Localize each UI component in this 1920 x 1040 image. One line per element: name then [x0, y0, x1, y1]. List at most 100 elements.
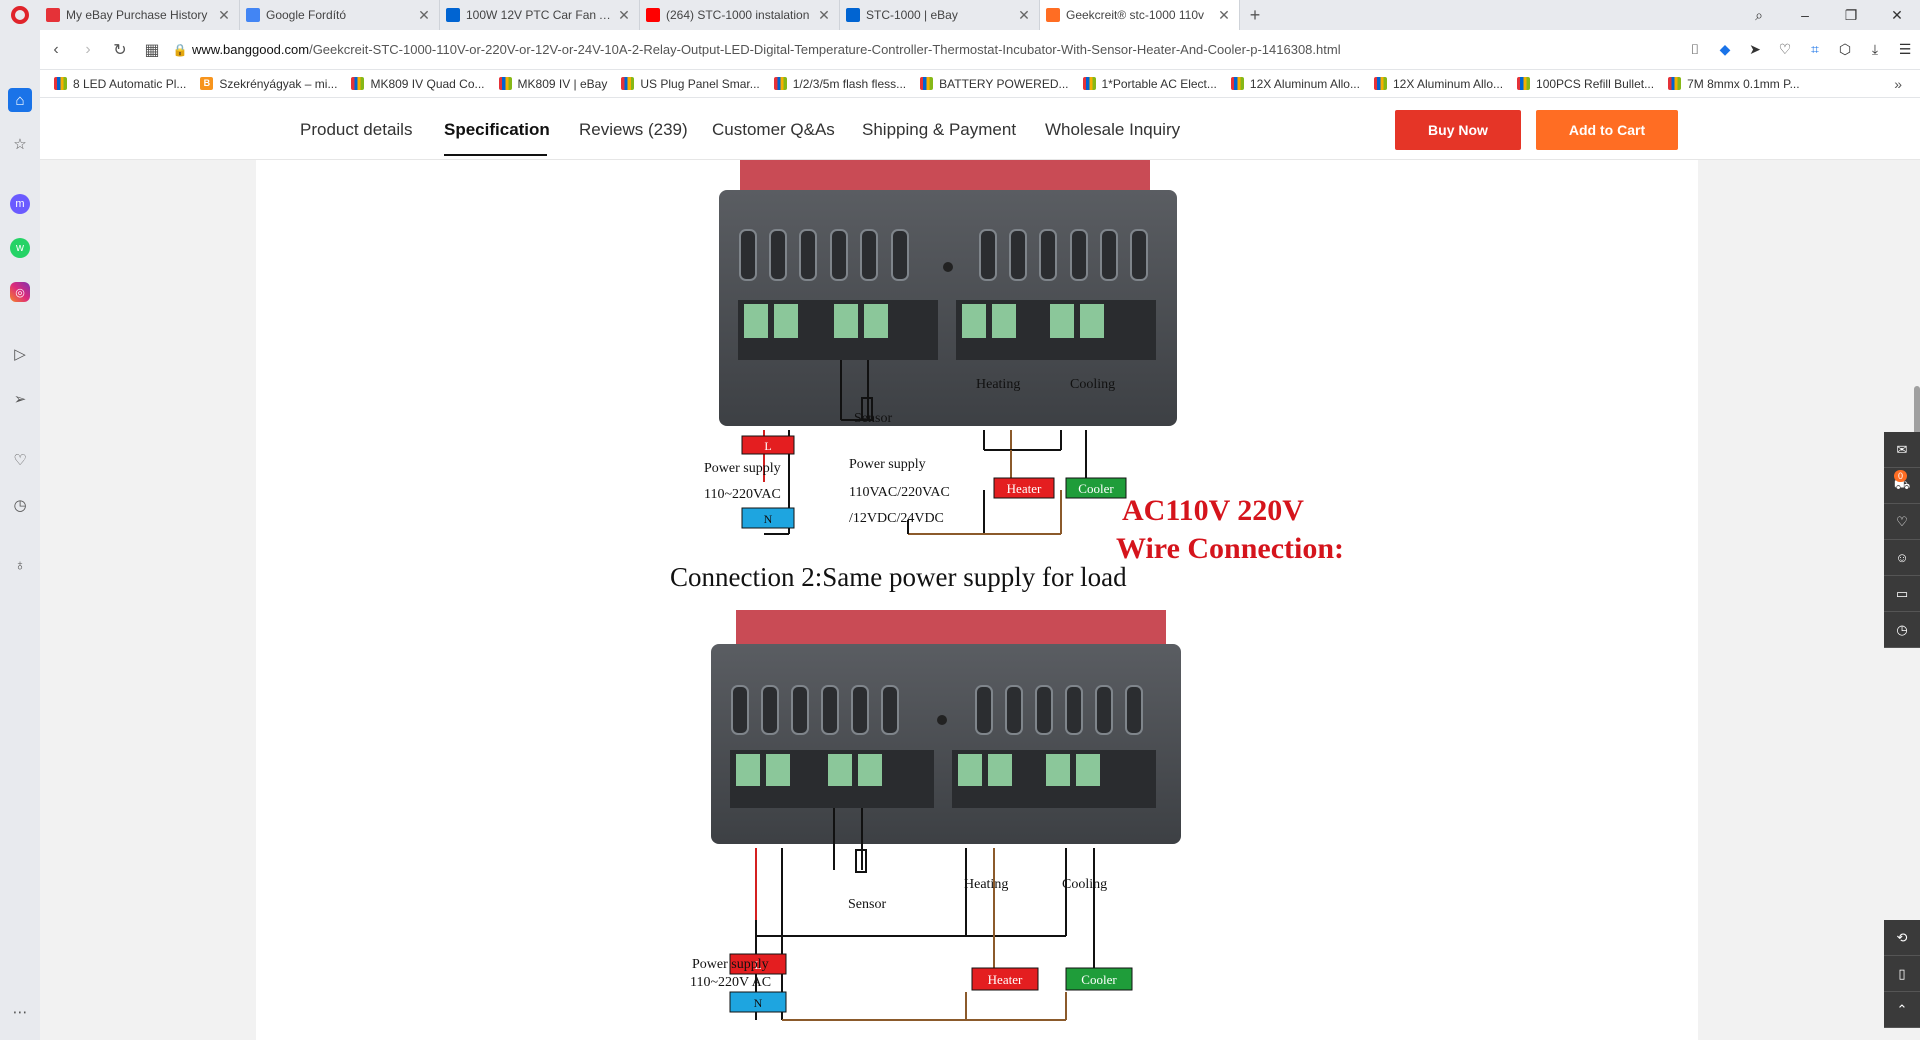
tab-close-icon[interactable]: ✕ — [618, 6, 630, 23]
tab-search-icon[interactable]: ⌕ — [1755, 6, 1763, 23]
bookmark-item[interactable]: 1*Portable AC Elect... — [1082, 77, 1217, 91]
tab-4[interactable]: STC-1000 | eBay ✕ — [840, 0, 1040, 30]
speed-dial-icon[interactable]: ▦ — [144, 41, 160, 59]
opera-sidebar: ⌂ ☆ m w ◎ ▷ ➢ ♡ ◷ ♁ ⋯ — [0, 30, 40, 1040]
page-scrollbar-thumb[interactable] — [1914, 386, 1920, 456]
send-icon[interactable]: ➢ — [13, 391, 27, 408]
tab-close-icon[interactable]: ✕ — [1018, 6, 1030, 23]
tab-shipping-payment[interactable]: Shipping & Payment — [862, 120, 1017, 139]
close-window-icon[interactable]: ✕ — [1891, 6, 1903, 23]
message-icon[interactable]: ✉ — [1884, 432, 1920, 468]
history-icon[interactable]: ◷ — [13, 497, 27, 514]
bookmark-label: 100PCS Refill Bullet... — [1536, 76, 1655, 91]
product-section-nav: Product details Specification Reviews (2… — [40, 98, 1920, 160]
heating-label: Heating — [976, 377, 1020, 392]
bookmark-item[interactable]: 8 LED Automatic Pl... — [54, 77, 186, 91]
tab-0[interactable]: My eBay Purchase History ✕ — [40, 0, 240, 30]
bookmark-item[interactable]: 12X Aluminum Allo... — [1230, 76, 1360, 91]
cooler-label: Cooler — [1081, 972, 1117, 987]
whatsapp-icon[interactable]: w — [10, 238, 30, 258]
wishlist-heart-icon[interactable]: ♡ — [1884, 504, 1920, 540]
lightbulb-icon[interactable]: ♁ — [14, 556, 26, 574]
headline-ac-voltage: AC110V 220V — [1122, 494, 1304, 527]
more-icon[interactable]: ⋯ — [12, 1004, 28, 1021]
history-clock-icon[interactable]: ◷ — [1884, 612, 1920, 648]
tab-specification[interactable]: Specification — [444, 120, 550, 139]
buy-now-button[interactable]: Buy Now — [1395, 110, 1521, 150]
power-supply-1-line2: 110~220VAC — [704, 487, 781, 502]
cart-icon[interactable]: ⛟0 — [1884, 468, 1920, 504]
bookmark-label: Szekrényágyak – mi... — [219, 76, 338, 91]
opera-menu-icon[interactable] — [0, 0, 40, 30]
lock-icon[interactable]: 🔒 — [172, 42, 188, 57]
download-icon[interactable]: ⤓ — [1871, 41, 1879, 57]
bookmark-item[interactable]: 100PCS Refill Bullet... — [1517, 77, 1654, 91]
tab-1[interactable]: Google Fordító ✕ — [240, 0, 440, 30]
minimize-icon[interactable]: – — [1801, 7, 1809, 23]
heater-label: Heater — [1007, 481, 1042, 496]
instagram-icon[interactable]: ◎ — [10, 282, 30, 302]
tab-wholesale-inquiry[interactable]: Wholesale Inquiry — [1045, 120, 1181, 139]
tab-favicon-icon — [246, 8, 260, 22]
tab-reviews[interactable]: Reviews (239) — [579, 120, 688, 139]
heart-icon[interactable]: ♡ — [1778, 41, 1792, 57]
bookmark-favicon-icon: B — [200, 77, 214, 90]
back-to-top-icon[interactable]: ⌃ — [1884, 992, 1920, 1028]
player-icon[interactable]: ▷ — [14, 346, 26, 363]
bookmark-item[interactable]: 1/2/3/5m flash fless... — [773, 76, 907, 91]
send-icon[interactable]: ➤ — [1749, 41, 1761, 57]
mobile-icon[interactable]: ▯ — [1884, 956, 1920, 992]
bookmark-item[interactable]: 12X Aluminum Allo... — [1373, 77, 1503, 91]
extensions-icon[interactable]: ⬡ — [1838, 41, 1852, 57]
star-icon[interactable]: ☆ — [13, 136, 27, 153]
add-to-cart-button[interactable]: Add to Cart — [1536, 110, 1678, 150]
tab-bar: My eBay Purchase History ✕ Google Fordít… — [0, 0, 1920, 30]
cooling-label: Cooling — [1070, 377, 1115, 392]
bookmark-item[interactable]: BATTERY POWERED... — [920, 77, 1069, 91]
tab-product-details[interactable]: Product details — [300, 120, 413, 139]
heater-label: Heater — [988, 972, 1023, 987]
window-controls: ⌕ – ❐ ✕ — [1736, 0, 1920, 30]
tab-close-icon[interactable]: ✕ — [1218, 6, 1230, 23]
easy-setup-icon[interactable]: ☰ — [1898, 41, 1912, 57]
chat-icon[interactable]: ☺ — [1884, 540, 1920, 576]
tab-close-icon[interactable]: ✕ — [418, 6, 430, 23]
bookmark-label: 12X Aluminum Allo... — [1249, 76, 1360, 91]
shield-icon[interactable]: ◆ — [1719, 41, 1731, 57]
bookmark-label: MK809 IV | eBay — [517, 76, 608, 91]
tab-5-active[interactable]: Geekcreit® stc-1000 110v ✕ — [1040, 0, 1240, 30]
tab-2[interactable]: 100W 12V PTC Car Fan Air ✕ — [440, 0, 640, 30]
bookmark-item[interactable]: US Plug Panel Smar... — [621, 77, 760, 91]
tab-close-icon[interactable]: ✕ — [818, 6, 830, 23]
restore-icon[interactable]: ❐ — [1844, 6, 1858, 23]
heart-icon[interactable]: ♡ — [13, 452, 27, 469]
bookmarks-more-icon[interactable]: » — [1894, 75, 1902, 92]
power-supply-3-line1: Power supply — [692, 957, 769, 972]
forward-icon[interactable]: › — [85, 40, 91, 58]
translate-icon[interactable]: ⌗ — [1811, 41, 1819, 57]
reload-icon[interactable]: ↻ — [113, 41, 127, 59]
bookmark-item[interactable]: MK809 IV Quad Co... — [351, 77, 485, 91]
n-label: N — [754, 996, 763, 1010]
bookmark-item[interactable]: B Szekrényágyak – mi... — [200, 77, 337, 91]
home-icon[interactable]: ⌂ — [8, 88, 32, 112]
coupon-icon[interactable]: ▭ — [1884, 576, 1920, 612]
power-supply-3-line2: 110~220V AC — [690, 975, 771, 990]
tab-customer-qas[interactable]: Customer Q&As — [712, 120, 835, 139]
cooling-label: Cooling — [1062, 877, 1107, 892]
back-icon[interactable]: ‹ — [53, 40, 59, 58]
bookmark-label: 1/2/3/5m flash fless... — [792, 76, 907, 91]
bookmark-item[interactable]: MK809 IV | eBay — [498, 76, 608, 91]
url-field[interactable]: www.banggood.com/Geekcreit-STC-1000-110V… — [192, 42, 1680, 57]
cooler-label: Cooler — [1078, 481, 1114, 496]
bookmark-favicon-icon — [1082, 77, 1096, 90]
snapshot-icon[interactable]: ⌷ — [1690, 41, 1700, 57]
tab-title: Geekcreit® stc-1000 110v — [1066, 8, 1205, 22]
bookmark-favicon-icon — [1668, 77, 1682, 90]
tab-3[interactable]: (264) STC-1000 instalation ✕ — [640, 0, 840, 30]
new-tab-icon[interactable]: + — [1249, 4, 1261, 25]
bookmark-item[interactable]: 7M 8mmx 0.1mm P... — [1668, 77, 1800, 91]
messenger-icon[interactable]: m — [10, 194, 30, 214]
refresh-icon[interactable]: ⟲ — [1884, 920, 1920, 956]
tab-close-icon[interactable]: ✕ — [218, 6, 230, 23]
